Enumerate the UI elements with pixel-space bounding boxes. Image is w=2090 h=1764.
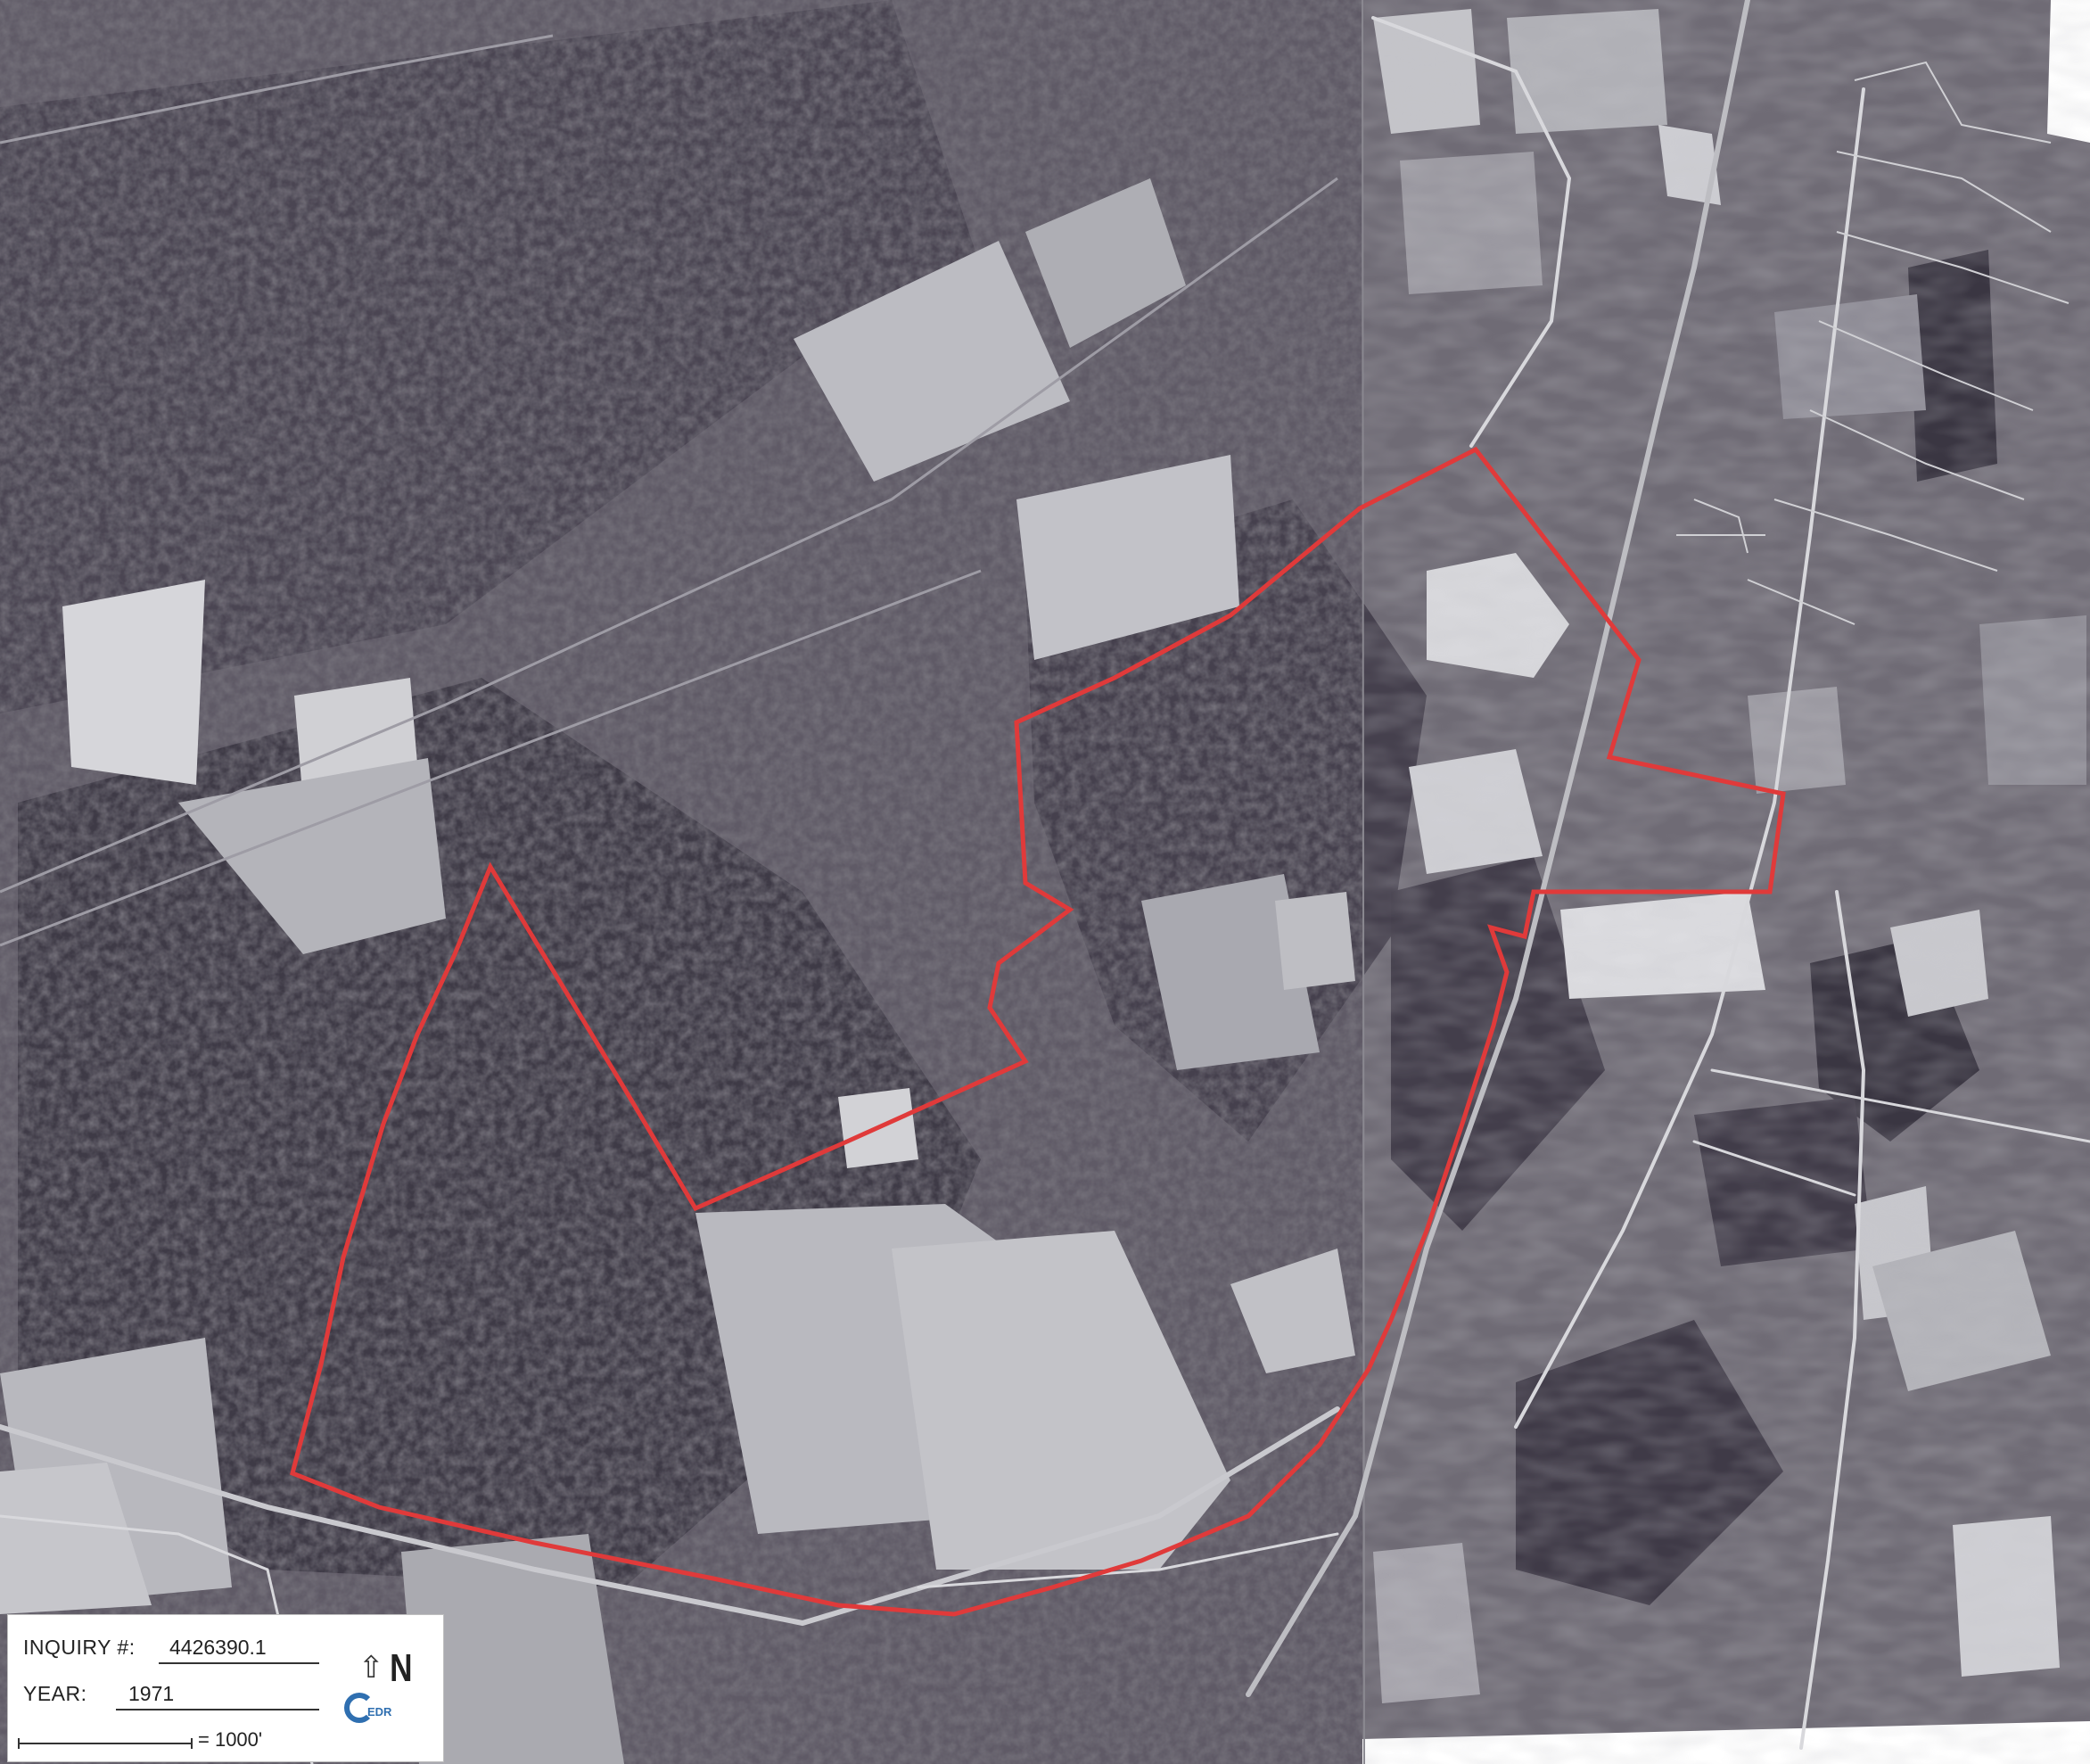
north-arrow-icon: ⇧ <box>358 1651 384 1685</box>
inquiry-underline <box>159 1662 319 1664</box>
year-underline <box>116 1709 319 1710</box>
year-label: YEAR: <box>23 1682 87 1705</box>
power-line-corridors <box>0 34 1338 947</box>
edr-logo-text: EDR <box>367 1705 392 1719</box>
inquiry-value: 4426390.1 <box>169 1636 267 1659</box>
town-blocks <box>1676 61 2069 625</box>
north-label: N <box>390 1646 413 1690</box>
inquiry-label: INQUIRY #: <box>23 1636 136 1659</box>
site-boundary <box>290 446 1786 1617</box>
map-legend <box>7 1614 444 1762</box>
year-value: 1971 <box>128 1682 175 1705</box>
scale-label: = 1000' <box>198 1728 263 1751</box>
edr-logo-icon: EDR <box>344 1691 416 1735</box>
scale-bar <box>18 1738 193 1749</box>
